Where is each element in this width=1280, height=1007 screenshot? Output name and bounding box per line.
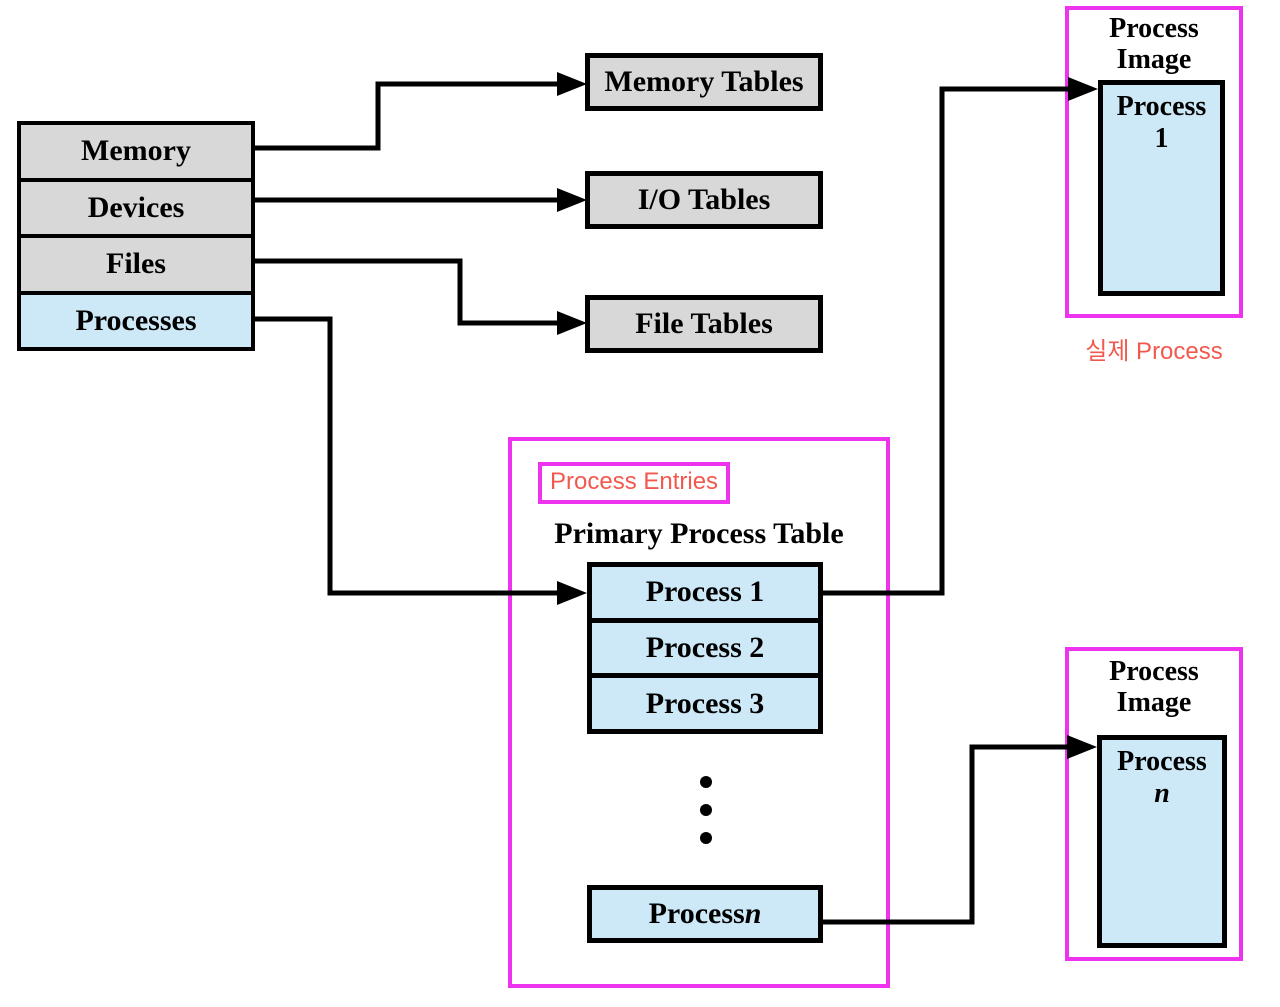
arrowhead-io-tables xyxy=(557,188,587,212)
io-tables-box: I/O Tables xyxy=(585,171,823,229)
process-image-bottom-label-line2: n xyxy=(1154,778,1170,810)
primary-table-title: Primary Process Table xyxy=(554,517,844,550)
stack-cell-processes: Processes xyxy=(21,294,251,347)
process-3-row: Process 3 xyxy=(592,678,818,729)
process-image-top-label-line1: Process xyxy=(1116,91,1207,122)
process-n-row-n: n xyxy=(744,897,762,930)
arrow-memory-to-memory-tables xyxy=(255,81,559,151)
file-tables-box: File Tables xyxy=(585,295,823,353)
process-image-bottom-box: Process n xyxy=(1097,735,1227,948)
os-control-stack: Memory Devices Files Processes xyxy=(17,121,255,351)
real-process-annotation: 실제 Process xyxy=(1085,338,1223,365)
arrow-files-to-file-tables xyxy=(255,258,559,326)
process-image-bottom-label-line1: Process xyxy=(1117,746,1207,777)
process-entries-tag: Process Entries xyxy=(538,462,731,504)
primary-table-outline xyxy=(508,437,890,988)
arrowhead-file-tables xyxy=(557,311,587,335)
process-image-bottom-title: Process Image xyxy=(1109,656,1199,718)
process-image-top-label-line2: 1 xyxy=(1154,123,1169,155)
process-image-top-title: Process Image xyxy=(1109,13,1199,75)
stack-cell-memory: Memory xyxy=(21,125,251,178)
stack-cell-files: Files xyxy=(21,238,251,291)
process-n-row: Process n xyxy=(587,885,823,943)
process-2-row: Process 2 xyxy=(592,622,818,674)
process-image-top-box: Process 1 xyxy=(1098,80,1225,296)
arrowhead-memory-tables xyxy=(557,72,587,96)
process-1-row: Process 1 xyxy=(592,567,818,618)
stack-cell-devices: Devices xyxy=(21,181,251,234)
primary-table-rows: Process 1 Process 2 Process 3 xyxy=(587,562,823,734)
process-n-row-prefix: Process xyxy=(648,897,745,930)
memory-tables-box: Memory Tables xyxy=(585,53,823,111)
